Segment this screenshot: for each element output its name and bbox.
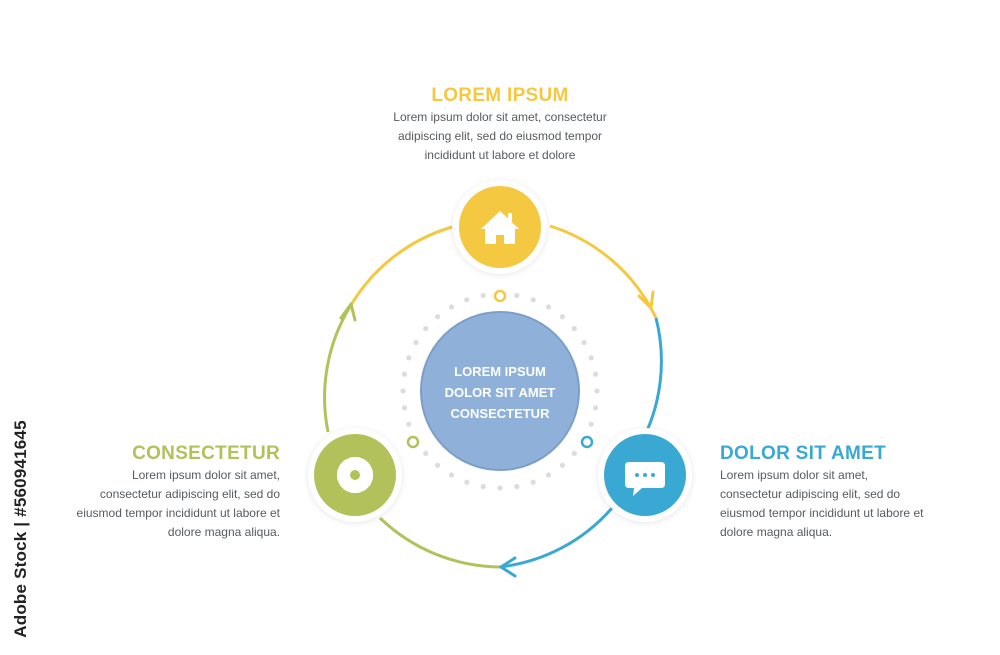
ring-dot [480,483,486,490]
stock-watermark: Adobe Stock | #560941645 [10,414,32,644]
ring-dot [406,355,412,361]
arc-left-to-top-upper [349,225,453,306]
ring-dot [592,405,599,411]
center-label: LOREM IPSUM DOLOR SIT AMET CONSECTETUR [420,361,580,424]
ring-dot [480,292,486,299]
left-description-line: dolore magna aliqua. [167,525,280,539]
left-description-line: consectetur adipiscing elit, sed do [99,487,280,501]
ring-dot [401,371,408,377]
ring-dot [545,304,552,310]
right-description-line: consectetur adipiscing elit, sed do [720,487,901,501]
center-circle [420,311,580,471]
ring-dot [464,479,470,485]
node-left [308,428,402,522]
node-top [453,180,547,274]
ring-dot [559,462,566,468]
arc-bottom-to-left [378,516,501,569]
left-title: CONSECTETUR [132,443,280,464]
ring-dot [448,304,455,310]
node-right [598,428,692,522]
marker-left [406,435,420,449]
right-description: Lorem ipsum dolor sit amet, consectetur … [720,466,923,542]
dotted-ring [400,292,600,491]
arc-right-to-bottom-lower [499,507,614,569]
ring-dot [592,371,599,377]
right-description-line: dolore magna aliqua. [720,525,833,539]
watermark-text: Adobe Stock | #560941645 [11,420,30,638]
marker-right [580,435,594,449]
ring-dot [514,483,520,490]
left-description-line: Lorem ipsum dolor sit amet, [131,468,280,482]
ring-dot [401,405,408,411]
top-description-line: incididunt ut labore et dolore [424,148,576,162]
ring-dot [588,421,594,427]
ring-dot [423,450,429,456]
ring-dot [530,297,536,303]
ring-dot [594,388,600,394]
arrowhead-left [339,302,357,322]
ring-dot [448,472,455,478]
ring-dot [571,450,577,456]
ring-dot [571,326,577,332]
ring-dot [588,355,594,361]
gear-icon [337,457,373,493]
ring-dot [464,297,470,303]
ring-dot [423,326,429,332]
arc-left-to-top [323,304,353,433]
left-description: Lorem ipsum dolor sit amet, consectetur … [77,466,280,542]
chat-icon [625,462,665,496]
ring-dot [413,339,419,346]
arrowhead-right [637,290,655,310]
ring-dot [581,339,587,346]
left-description-line: eiusmod tempor incididunt ut labore et [76,506,280,520]
ring-dot [406,421,412,427]
top-description-line: adipiscing elit, sed do eiusmod tempor [397,129,603,143]
ring-dot [497,485,503,491]
right-description-line: Lorem ipsum dolor sit amet, [720,468,869,482]
ring-dot [559,314,566,320]
right-title: DOLOR SIT AMET [720,443,887,464]
ring-dot [400,388,406,394]
ring-dot [530,479,536,485]
right-description-line: eiusmod tempor incididunt ut labore et [720,506,924,520]
top-title: LOREM IPSUM [431,85,569,106]
center-label-line: LOREM IPSUM [454,364,546,379]
top-description: Lorem ipsum dolor sit amet, consectetur … [0,108,1000,165]
ring-dot [435,462,441,468]
home-icon [481,211,519,244]
ring-dot [514,292,520,299]
ring-dot [545,472,552,478]
arrowhead-bottom [499,556,517,578]
center-label-line: DOLOR SIT AMET [444,385,556,400]
center-label-line: CONSECTETUR [450,406,550,421]
arc-top-to-right [549,224,658,319]
top-description-line: Lorem ipsum dolor sit amet, consectetur [393,110,607,124]
marker-top [493,289,507,303]
arc-right-to-bottom [638,317,663,446]
ring-dot [435,314,441,320]
